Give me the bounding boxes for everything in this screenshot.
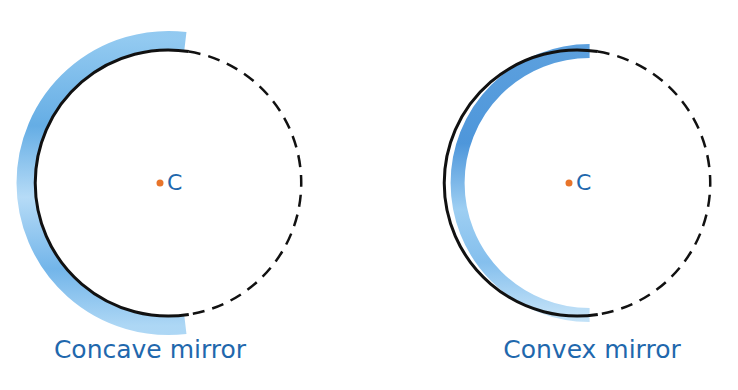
mirror-shading: [26, 40, 186, 326]
center-label: C: [167, 171, 182, 195]
center-dot: [157, 180, 164, 187]
dashed-circle: [189, 52, 301, 315]
center-label: C: [576, 171, 591, 195]
mirror-caption: Convex mirror: [503, 336, 681, 364]
mirror-arc: [444, 50, 598, 316]
mirror-arc: [35, 50, 189, 316]
center-dot: [566, 180, 573, 187]
dashed-circle: [598, 52, 710, 315]
mirror-caption: Concave mirror: [54, 336, 246, 364]
mirror-shading: [458, 51, 590, 315]
